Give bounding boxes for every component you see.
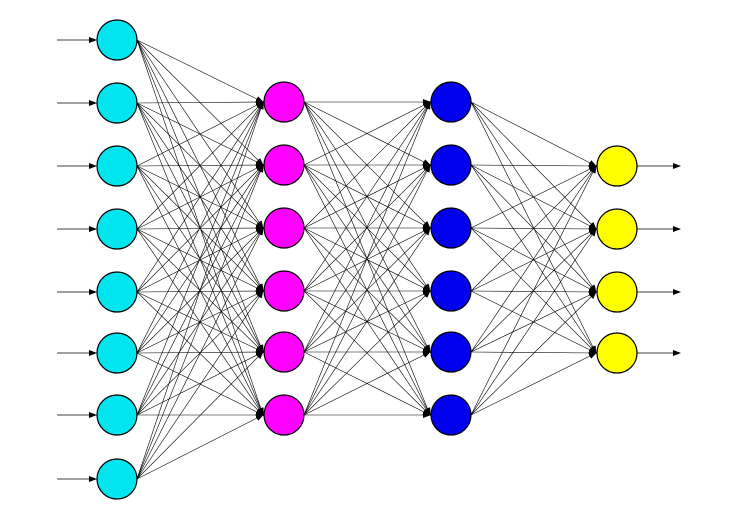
input-layer-node-3 [96, 208, 138, 250]
edge-input-layer-7-to-hidden-layer-1-5 [136, 414, 264, 480]
hidden-layer-2-node-2 [430, 207, 472, 249]
input-layer-node-7 [96, 458, 138, 500]
hidden-layer-1-node-4 [263, 331, 305, 373]
hidden-layer-2-node-5 [430, 394, 472, 436]
edge-hidden-layer-2-2-to-output-layer-0 [470, 165, 597, 229]
io-arrows [57, 37, 681, 482]
edge-hidden-layer-2-3-to-output-layer-0 [470, 165, 597, 292]
output-layer-node-0 [596, 145, 638, 187]
input-layer-node-1 [96, 82, 138, 124]
output-layer-node-1 [596, 208, 638, 250]
edge-input-layer-0-to-hidden-layer-1-0 [136, 39, 264, 103]
edge-input-layer-4-to-hidden-layer-1-2 [136, 227, 264, 293]
input-layer-node-5 [96, 332, 138, 374]
edge-input-layer-7-to-hidden-layer-1-3 [136, 290, 264, 480]
hidden-layer-2-node-1 [430, 144, 472, 186]
input-layer-node-4 [96, 271, 138, 313]
edge-hidden-layer-2-1-to-output-layer-0 [470, 162, 597, 169]
input-layer-node-2 [96, 145, 138, 187]
hidden-layer-2-node-4 [430, 331, 472, 373]
edge-input-layer-6-to-hidden-layer-1-4 [136, 351, 264, 416]
edge-hidden-layer-1-3-to-hidden-layer-2-2 [303, 227, 431, 292]
edge-input-layer-5-to-hidden-layer-1-4 [136, 349, 264, 356]
edge-hidden-layer-2-0-to-output-layer-0 [470, 101, 597, 167]
edge-hidden-layer-2-4-to-output-layer-3 [470, 349, 597, 356]
hidden-layer-1-node-5 [263, 394, 305, 436]
edge-hidden-layer-2-3-to-output-layer-1 [470, 228, 597, 292]
edge-hidden-layer-1-5-to-hidden-layer-2-0 [303, 101, 431, 416]
edge-input-layer-4-to-hidden-layer-1-0 [136, 101, 264, 293]
edge-hidden-layer-2-5-to-output-layer-0 [470, 165, 597, 416]
edge-input-layer-4-to-hidden-layer-1-3 [136, 288, 264, 295]
edge-hidden-layer-1-5-to-hidden-layer-2-1 [303, 164, 431, 416]
output-layer-node-3 [596, 332, 638, 374]
edge-hidden-layer-2-5-to-output-layer-1 [470, 228, 597, 416]
edge-hidden-layer-1-3-to-hidden-layer-2-1 [303, 164, 431, 292]
edge-input-layer-7-to-hidden-layer-1-1 [136, 164, 264, 480]
edge-input-layer-4-to-hidden-layer-1-1 [136, 164, 264, 293]
edge-hidden-layer-2-0-to-output-layer-3 [470, 101, 597, 354]
connection-edges [136, 39, 597, 480]
hidden-layer-2-node-3 [430, 270, 472, 312]
edge-input-layer-3-to-hidden-layer-1-0 [136, 101, 264, 230]
edge-hidden-layer-1-5-to-hidden-layer-2-4 [303, 351, 431, 416]
hidden-layer-2-node-0 [430, 81, 472, 123]
hidden-layer-1-node-2 [263, 207, 305, 249]
hidden-layer-1-node-1 [263, 144, 305, 186]
edge-hidden-layer-2-3-to-output-layer-2 [470, 288, 597, 295]
neuron-nodes [96, 19, 638, 500]
input-layer-node-0 [96, 19, 138, 61]
hidden-layer-1-node-0 [263, 81, 305, 123]
edge-input-layer-7-to-hidden-layer-1-4 [136, 351, 264, 480]
edge-input-layer-6-to-hidden-layer-1-0 [136, 101, 264, 416]
input-layer-node-6 [96, 394, 138, 436]
edge-hidden-layer-2-5-to-output-layer-3 [470, 352, 597, 416]
edge-hidden-layer-1-2-to-hidden-layer-2-0 [303, 101, 431, 229]
edge-hidden-layer-1-4-to-hidden-layer-2-0 [303, 101, 431, 353]
edge-hidden-layer-1-1-to-hidden-layer-2-0 [303, 101, 431, 166]
edge-hidden-layer-1-5-to-hidden-layer-2-3 [303, 290, 431, 416]
edge-input-layer-7-to-hidden-layer-1-2 [136, 227, 264, 480]
edge-input-layer-0-to-hidden-layer-1-4 [136, 39, 264, 353]
edge-input-layer-7-to-hidden-layer-1-0 [136, 101, 264, 480]
edge-hidden-layer-1-3-to-hidden-layer-2-0 [303, 101, 431, 292]
output-layer-node-2 [596, 271, 638, 313]
edge-input-layer-2-to-hidden-layer-1-0 [136, 101, 264, 167]
edge-input-layer-5-to-hidden-layer-1-0 [136, 101, 264, 354]
hidden-layer-1-node-3 [263, 270, 305, 312]
edge-hidden-layer-2-5-to-output-layer-2 [470, 291, 597, 416]
edge-hidden-layer-2-4-to-output-layer-0 [470, 165, 597, 353]
edge-hidden-layer-1-5-to-hidden-layer-2-2 [303, 227, 431, 416]
edge-input-layer-1-to-hidden-layer-1-0 [136, 99, 264, 106]
